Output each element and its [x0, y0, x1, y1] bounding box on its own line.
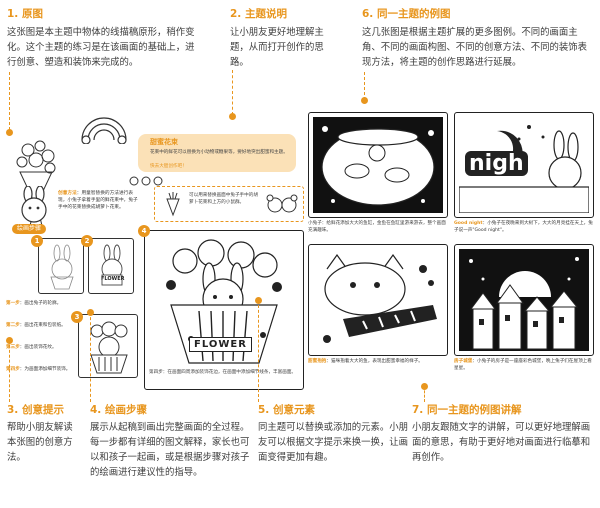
night-word: nigh	[465, 151, 528, 176]
example-image-4	[454, 244, 594, 356]
step-3-description: 画出装饰花纹。	[24, 345, 57, 350]
step-image-3: 3	[71, 311, 138, 378]
step-3-label: 第三步	[6, 345, 20, 350]
step-number-1: 1	[31, 235, 43, 247]
step-4-text: 第四步：为画面添加细节装饰。	[6, 367, 71, 372]
leader-line-2	[232, 70, 233, 115]
example-3-description: 猫咪抱着大大的鱼，表现出甜蜜幸福的样子。	[331, 359, 423, 364]
main-flower-sign: FLOWER	[189, 337, 252, 352]
example-image-1	[308, 112, 448, 218]
cat-hug-drawing	[313, 249, 443, 351]
section-6-body: 这几张图是根据主题扩展的更多图例。不同的画面主角、不同的画面构图、不同的创意方法…	[362, 27, 588, 68]
step-number-3: 3	[71, 311, 83, 323]
house-castle-drawing	[459, 249, 589, 351]
example-3-text: 甜蜜抱抱：猫咪抱着大大的鱼，表现出甜蜜幸福的样子。	[308, 359, 423, 364]
leader-dot-5	[255, 297, 262, 304]
leader-line-3	[9, 340, 10, 402]
step-number-4: 4	[138, 225, 150, 237]
section-1-body: 这张图是本主题中物体的线描稿原形，稍作变化。这个主题的练习是在该画面的基础上，进…	[7, 27, 195, 68]
leader-line-5	[258, 300, 259, 402]
example-4-text: 房子城堡：小兔子的房子是一座座彩色城堡，晚上兔子们在屋顶上看星星。	[454, 359, 592, 371]
leader-line-1	[9, 72, 10, 130]
step-2-text: 第二步：画出花束和包装纸。	[6, 323, 66, 328]
example-image-2: nigh	[454, 112, 594, 218]
carrot-icon	[166, 192, 180, 217]
element-box: 可以用来替换画面中兔子手中的胡萝卜花束和上方的小鼠群。	[154, 186, 304, 222]
flower-divider	[129, 176, 163, 186]
example-image-3	[308, 244, 448, 356]
step-2-bunny-sketch	[101, 244, 123, 286]
step-2-flower-sign: FLOWER	[101, 276, 125, 282]
step-1-description: 画出兔子的轮廓。	[24, 301, 62, 306]
section-1-heading: 1. 原图	[7, 8, 43, 20]
idea-label: 创意方法	[58, 191, 77, 196]
fishbowl-drawing	[313, 117, 443, 213]
book-page-left: 甜蜜花束 花束中的鲜花可以替换为小动物或糖果等，要好地突出甜蜜和主题。 快去大胆…	[6, 78, 306, 398]
bunny-icon	[21, 186, 47, 223]
element-text: 可以用来替换画面中兔子手中的胡萝卜花束和上方的小鼠群。	[189, 193, 258, 205]
section-2-heading: 2. 主题说明	[230, 8, 287, 20]
leader-dot-7	[421, 383, 428, 390]
example-4-label: 房子城堡	[454, 359, 473, 364]
step-4-label: 第四步	[6, 367, 20, 372]
leader-line-4	[90, 312, 91, 402]
step-number-2: 2	[81, 235, 93, 247]
section-5-body: 同主题可以替换或添加的元素。小朋友可以根据文字提示来换一换，让画面变得更加有趣。	[258, 422, 409, 463]
step-image-1: 1	[31, 235, 84, 294]
theme-title: 甜蜜花束	[150, 138, 178, 146]
step-4-description: 为画面添加细节装饰。	[24, 367, 71, 372]
step-2-description: 画出花束和包装纸。	[24, 323, 66, 328]
leader-dot-3	[6, 337, 13, 344]
example-1-text: 小兔子：给鲜花添加大大的鱼缸，金鱼在鱼缸里游来游去，整个画面充满趣味。	[308, 221, 446, 233]
theme-title-banner: 甜蜜花束 花束中的鲜花可以替换为小动物或糖果等，要好地突出甜蜜和主题。 快去大胆…	[138, 134, 296, 172]
section-4-body: 展示从起稿到画出完整画面的全过程。每一步都有详细的图文解释，家长也可以和孩子一起…	[90, 422, 250, 478]
step-2-label: 第二步	[6, 323, 20, 328]
step-image-2: 2 FLOWER	[81, 235, 134, 294]
book-page-right: 小兔子：给鲜花添加大大的鱼缸，金鱼在鱼缸里游来游去，整个画面充满趣味。 nigh…	[304, 108, 598, 408]
example-2-text: Good night：小兔子在夜晚来到大树下，大大的月亮挂在天上，兔子说一声"G…	[454, 221, 593, 233]
step-3-bunny-sketch	[90, 321, 128, 374]
theme-description-2: 快去大胆创作吧！	[150, 164, 187, 169]
leader-dot-2	[229, 113, 236, 120]
leader-dot-6	[361, 97, 368, 104]
step-3-text: 第三步：画出装饰花纹。	[6, 345, 57, 350]
section-3-heading: 3. 创意提示	[7, 404, 64, 416]
main-caption: 第四步：在画面四周添加装饰花边，在画面中添加细节线条，丰富画面。	[149, 370, 297, 375]
leader-line-7	[424, 386, 425, 402]
theme-description: 花束中的鲜花可以替换为小动物或糖果等，要好地突出甜蜜和主题。	[150, 150, 288, 155]
example-2-description: 小兔子在夜晚来到大树下，大大的月亮挂在天上，兔子说一声"Good night"。	[454, 221, 593, 233]
step-1-text: 第一步：画出兔子的轮廓。	[6, 301, 62, 306]
section-5-heading: 5. 创意元素	[258, 404, 315, 416]
section-4-heading: 4. 绘画步骤	[90, 404, 147, 416]
section-7-heading: 7. 同一主题的例图讲解	[412, 404, 522, 416]
leader-dot-1	[6, 129, 13, 136]
section-2-body: 让小朋友更好地理解主题，从而打开创作的思路。	[230, 27, 324, 68]
example-3-label: 甜蜜抱抱	[308, 359, 327, 364]
idea-text: 创意方法：用童智替换的方法进行表现，小兔子拿着手里的鲜花束中，兔子手中的花束替换…	[58, 191, 138, 210]
step-1-label: 第一步	[6, 301, 20, 306]
example-2-label: Good night	[454, 221, 483, 226]
example-4-description: 小兔子的房子是一座座彩色城堡，晚上兔子们在屋顶上看星星。	[454, 359, 592, 371]
rainbow-icon	[81, 117, 127, 144]
section-7-body: 小朋友跟随文字的讲解，可以更好地理解画面的意思，有助于更好地对画面进行临摹和再创…	[412, 422, 591, 463]
main-drawing-frame: 4 FLOWER 第四步：在画面四周添加装饰花边，在画面中添加细节线条，丰富画面…	[138, 225, 304, 390]
section-6-heading: 6. 同一主题的例图	[362, 8, 451, 20]
steps-label: 绘画步骤	[12, 224, 47, 234]
section-3-body: 帮助小朋友解读本张图的创意方法。	[7, 422, 73, 463]
step-1-bunny-sketch	[50, 244, 74, 290]
idea-description: 用童智替换的方法进行表现，小兔子拿着手里的鲜花束中，兔子手中的花束替换成胡萝卜花…	[58, 191, 138, 210]
mouse-group-icon	[266, 194, 298, 213]
leader-dot-4	[87, 309, 94, 316]
leader-line-6	[364, 72, 365, 100]
